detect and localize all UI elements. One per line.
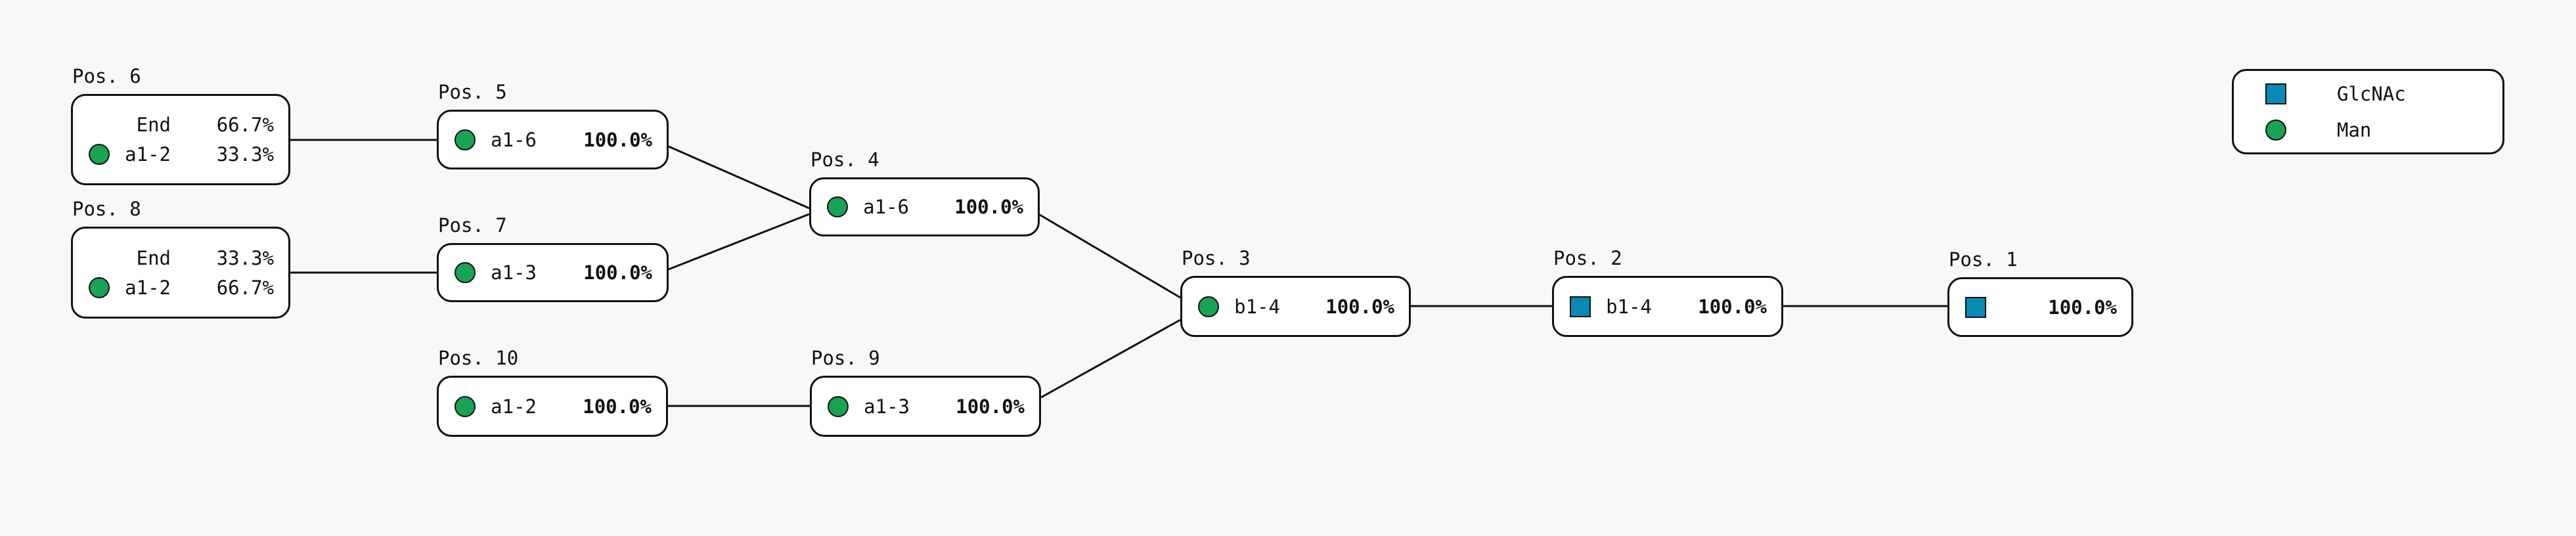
residue-row: End 33.3% xyxy=(73,243,288,273)
node-box: b1-4 100.0% xyxy=(1552,276,1783,337)
node-title: Pos. 3 xyxy=(1182,247,1251,269)
man-circle-icon xyxy=(2265,119,2287,141)
percent-value: 100.0% xyxy=(583,128,652,151)
node-pos3: Pos. 3 b1-4 100.0% xyxy=(1180,247,1411,337)
percent-value: 100.0% xyxy=(2048,296,2117,319)
linkage-label: a1-2 xyxy=(125,276,171,299)
edge-pos7-pos4 xyxy=(668,213,810,271)
node-box: a1-2 100.0% xyxy=(437,376,668,437)
residue-row: b1-4 100.0% xyxy=(1182,292,1409,321)
node-title: Pos. 7 xyxy=(438,214,507,236)
node-box: b1-4 100.0% xyxy=(1180,276,1411,337)
linkage-label: b1-4 xyxy=(1606,295,1652,318)
node-pos1: Pos. 1 100.0% xyxy=(1947,248,2133,337)
node-title: Pos. 9 xyxy=(811,347,880,369)
residue-row: End 66.7% xyxy=(73,110,288,140)
residue-row: a1-3 100.0% xyxy=(812,391,1039,421)
man-circle-icon xyxy=(826,196,849,218)
man-circle-icon xyxy=(454,395,476,418)
linkage-label: a1-6 xyxy=(863,196,909,218)
node-pos10: Pos. 10 a1-2 100.0% xyxy=(437,347,668,437)
legend-label: Man xyxy=(2337,118,2372,141)
glcnac-square-icon xyxy=(2265,83,2287,105)
node-pos8: Pos. 8 End 33.3% a1-2 66.7% xyxy=(71,198,290,319)
linkage-label: a1-2 xyxy=(125,143,171,166)
percent-value: 66.7% xyxy=(216,276,274,299)
residue-row: a1-6 100.0% xyxy=(439,125,667,154)
percent-value: 100.0% xyxy=(583,261,652,284)
node-pos7: Pos. 7 a1-3 100.0% xyxy=(437,214,669,302)
edge-pos5-pos4 xyxy=(668,145,810,210)
node-title: Pos. 2 xyxy=(1553,247,1622,269)
residue-row: a1-2 66.7% xyxy=(73,273,288,302)
residue-row: b1-4 100.0% xyxy=(1554,292,1781,321)
node-box: End 33.3% a1-2 66.7% xyxy=(71,227,290,319)
node-pos9: Pos. 9 a1-3 100.0% xyxy=(810,347,1041,437)
man-circle-icon xyxy=(827,395,849,418)
node-box: a1-6 100.0% xyxy=(809,177,1040,236)
linkage-label: a1-3 xyxy=(491,261,537,284)
man-circle-icon xyxy=(454,261,476,284)
linkage-label: End xyxy=(136,114,171,136)
node-title: Pos. 6 xyxy=(72,65,141,87)
man-circle-icon xyxy=(88,143,110,166)
node-pos4: Pos. 4 a1-6 100.0% xyxy=(809,148,1040,236)
linkage-label: b1-4 xyxy=(1234,295,1280,318)
node-box: a1-6 100.0% xyxy=(437,110,669,169)
legend: GlcNAc Man xyxy=(2232,69,2504,154)
node-box: a1-3 100.0% xyxy=(437,243,669,302)
icon-placeholder xyxy=(88,114,110,136)
percent-value: 100.0% xyxy=(954,196,1023,218)
node-pos5: Pos. 5 a1-6 100.0% xyxy=(437,81,669,169)
percent-value: 100.0% xyxy=(1698,295,1767,318)
node-title: Pos. 1 xyxy=(1949,248,2018,271)
edge-pos4-pos3 xyxy=(1039,213,1181,299)
residue-row: a1-2 100.0% xyxy=(439,391,666,421)
residue-row: 100.0% xyxy=(1949,292,2131,322)
man-circle-icon xyxy=(1197,296,1220,318)
node-pos2: Pos. 2 b1-4 100.0% xyxy=(1552,247,1783,337)
linkage-label: a1-3 xyxy=(864,395,910,418)
residue-row: a1-3 100.0% xyxy=(439,258,667,288)
glcnac-square-icon xyxy=(1569,296,1591,318)
edge-pos9-pos3 xyxy=(1040,319,1181,399)
legend-item: GlcNAc xyxy=(2234,76,2502,112)
residue-row: a1-6 100.0% xyxy=(811,192,1038,222)
percent-value: 100.0% xyxy=(583,395,652,418)
node-box: 100.0% xyxy=(1947,277,2133,337)
node-pos6: Pos. 6 End 66.7% a1-2 33.3% xyxy=(71,65,290,185)
percent-value: 33.3% xyxy=(216,143,274,166)
node-title: Pos. 10 xyxy=(438,347,519,369)
residue-row: a1-2 33.3% xyxy=(73,140,288,169)
man-circle-icon xyxy=(88,277,110,299)
node-title: Pos. 8 xyxy=(72,198,141,220)
man-circle-icon xyxy=(454,129,476,151)
icon-placeholder xyxy=(88,247,110,269)
linkage-label: a1-6 xyxy=(491,128,537,151)
node-title: Pos. 5 xyxy=(438,81,507,103)
node-box: a1-3 100.0% xyxy=(810,376,1041,437)
glcnac-square-icon xyxy=(1965,296,1987,319)
percent-value: 100.0% xyxy=(1325,295,1394,318)
node-title: Pos. 4 xyxy=(811,148,879,171)
percent-value: 100.0% xyxy=(956,395,1025,418)
legend-item: Man xyxy=(2234,112,2502,148)
linkage-label: End xyxy=(136,246,171,269)
linkage-label: a1-2 xyxy=(491,395,537,418)
percent-value: 66.7% xyxy=(216,114,274,136)
legend-label: GlcNAc xyxy=(2337,82,2406,105)
percent-value: 33.3% xyxy=(216,246,274,269)
node-box: End 66.7% a1-2 33.3% xyxy=(71,94,290,185)
